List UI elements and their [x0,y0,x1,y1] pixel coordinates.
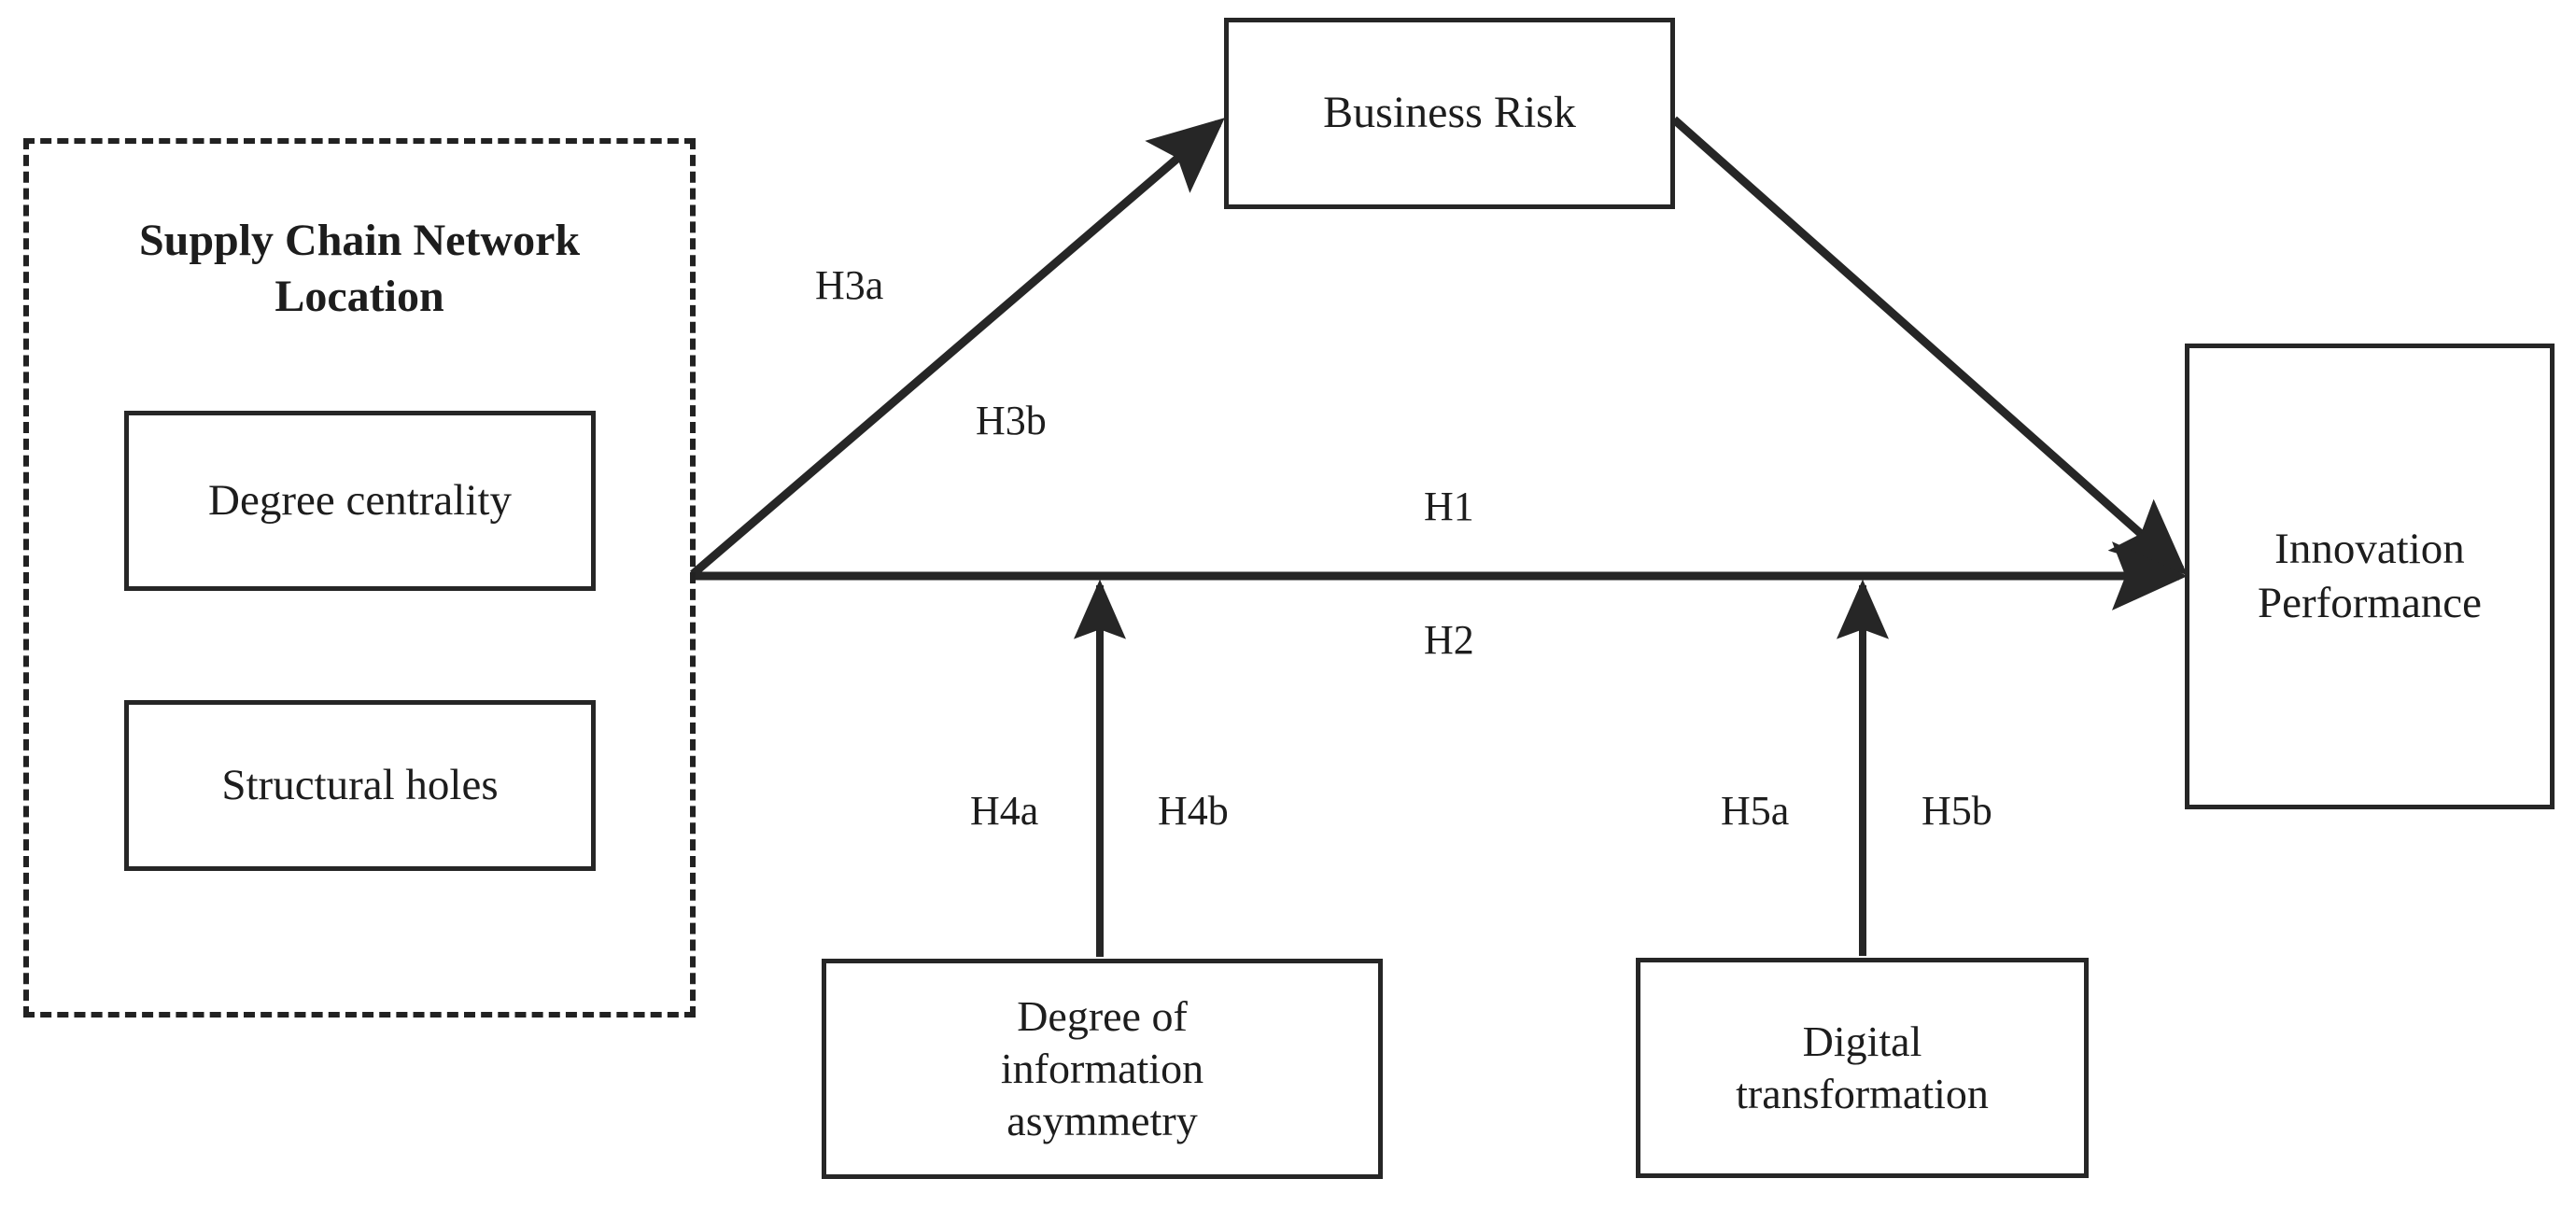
node-structural-holes[interactable]: Structural holes [124,700,596,871]
edge-label-h3a: H3a [815,262,884,308]
node-degree-centrality[interactable]: Degree centrality [124,411,596,591]
edge-label-h1: H1 [1424,484,1474,529]
node-business-risk-label: Business Risk [1323,88,1576,138]
edge-label-h5a: H5a [1721,788,1790,834]
edge-label-h2: H2 [1424,617,1474,663]
node-innovation-performance[interactable]: Innovation Performance [2185,344,2555,809]
group-title-supply-chain-network-location: Supply Chain Network Location [138,216,581,321]
node-digital-transformation[interactable]: Digital transformation [1636,958,2089,1178]
node-information-asymmetry[interactable]: Degree of information asymmetry [822,959,1383,1179]
edge-business-risk-to-innovation [1671,116,2188,575]
edge-label-h4a: H4a [970,788,1039,834]
edge-label-h4b: H4b [1158,788,1229,834]
node-business-risk[interactable]: Business Risk [1224,18,1675,209]
node-digital-transformation-label: Digital transformation [1736,1017,1989,1117]
edge-label-h5b: H5b [1921,788,1992,834]
node-innovation-performance-label: Innovation Performance [2257,525,2483,627]
node-information-asymmetry-label: Degree of information asymmetry [1000,991,1204,1145]
edge-label-h3b: H3b [976,398,1047,443]
node-structural-holes-label: Structural holes [221,760,499,809]
node-degree-centrality-label: Degree centrality [208,475,512,525]
edge-scnl-to-business-risk [690,118,1225,578]
